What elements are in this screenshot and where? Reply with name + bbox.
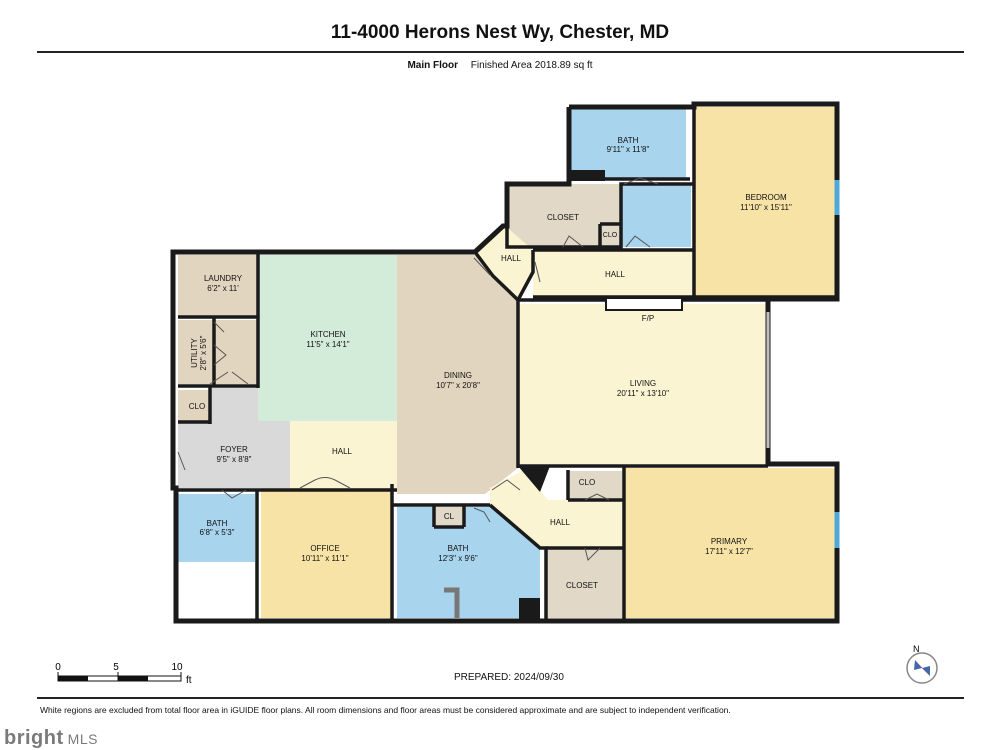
bath-center-vanity bbox=[519, 598, 540, 620]
hall-diag-name: HALL bbox=[501, 254, 522, 263]
compass-north-label: N bbox=[913, 644, 920, 654]
utility-dims: 2'8" x 5'6" bbox=[199, 335, 208, 370]
office-fill bbox=[261, 488, 391, 618]
bath-center-name: BATH bbox=[448, 544, 469, 553]
hall-lower-name: HALL bbox=[550, 518, 571, 527]
interior-walls bbox=[176, 107, 837, 620]
bedroom-fill bbox=[694, 107, 835, 297]
north-compass-icon: N bbox=[906, 644, 938, 684]
bath-top-dims: 9'11" x 11'8" bbox=[607, 145, 650, 154]
clo-small-top-name: CLO bbox=[603, 232, 618, 239]
hall-mid-fill bbox=[290, 421, 397, 488]
laundry-fill bbox=[178, 255, 258, 317]
hall-lower-fill bbox=[490, 470, 624, 548]
bedroom-name: BEDROOM bbox=[745, 193, 787, 202]
plan-subtitle: Main Floor Finished Area 2018.89 sq ft bbox=[0, 60, 1000, 71]
door-swings bbox=[177, 177, 659, 561]
room-labels: BATH 9'11" x 11'8" BEDROOM 11'10" x 15'1… bbox=[189, 136, 792, 590]
utility-name: UTILITY bbox=[190, 337, 199, 367]
scale-bar-seg1 bbox=[58, 676, 88, 681]
clo-mid-name: CLO bbox=[579, 478, 595, 487]
floor-name: Main Floor bbox=[407, 60, 459, 71]
clo-mid-fill bbox=[568, 471, 624, 500]
living-dims: 20'11" x 13'10" bbox=[617, 389, 669, 398]
clo-left-fill bbox=[178, 390, 210, 422]
hall-mid-name: HALL bbox=[332, 447, 353, 456]
primary-dims: 17'11" x 12'7" bbox=[705, 547, 753, 556]
dining-corner-pillar bbox=[518, 466, 550, 492]
clo-left-name: CLO bbox=[189, 402, 205, 411]
primary-name: PRIMARY bbox=[711, 537, 748, 546]
living-fill bbox=[518, 304, 768, 464]
dining-dims: 10'7" x 20'8" bbox=[436, 381, 480, 390]
foyer-fill bbox=[178, 388, 290, 488]
hall-top-fill bbox=[533, 250, 694, 297]
closet-lower-name: CLOSET bbox=[566, 581, 598, 590]
bedroom-dims: 11'10" x 15'11" bbox=[740, 203, 792, 212]
cl-fill bbox=[434, 507, 464, 527]
primary-fill bbox=[624, 468, 835, 618]
dining-name: DINING bbox=[444, 371, 472, 380]
room-fills bbox=[178, 107, 835, 618]
bath-left-fill bbox=[178, 494, 255, 562]
title-divider bbox=[37, 51, 964, 53]
foyer-dims: 9'5" x 8'8" bbox=[217, 455, 252, 464]
disclaimer: White regions are excluded from total fl… bbox=[40, 705, 731, 715]
bath-top-annex-fill bbox=[621, 184, 691, 247]
shower-curb bbox=[444, 587, 460, 618]
bath-top-fill bbox=[569, 107, 686, 179]
scale-bar: 0 5 10 ft bbox=[55, 662, 192, 686]
laundry-lower-fill bbox=[214, 320, 258, 384]
hall-diag-fill bbox=[475, 224, 533, 298]
fireplace-box bbox=[605, 297, 683, 311]
bath-left-dims: 6'8" x 5'3" bbox=[200, 528, 235, 537]
bath-center-dims: 12'3" x 9'6" bbox=[438, 554, 478, 563]
bath-center-fill bbox=[397, 507, 540, 618]
scale-label-0: 0 bbox=[55, 662, 61, 673]
bath-left-name: BATH bbox=[207, 519, 228, 528]
scale-bar-seg3 bbox=[118, 676, 148, 681]
living-name: LIVING bbox=[630, 379, 656, 388]
office-dims: 10'11" x 11'1" bbox=[301, 554, 348, 563]
finished-area: Finished Area 2018.89 sq ft bbox=[470, 60, 593, 71]
laundry-dims: 6'2" x 11' bbox=[207, 284, 239, 293]
kitchen-fill bbox=[258, 255, 397, 421]
fireplace-name: F/P bbox=[642, 314, 654, 323]
office-name: OFFICE bbox=[310, 544, 339, 553]
cl-name: CL bbox=[444, 512, 455, 521]
watermark-suffix: MLS bbox=[67, 731, 98, 747]
utility-fill bbox=[178, 320, 214, 384]
scale-unit: ft bbox=[186, 675, 192, 686]
bath-top-name: BATH bbox=[618, 136, 639, 145]
kitchen-name: KITCHEN bbox=[310, 330, 345, 339]
clo-small-top-fill bbox=[600, 224, 621, 246]
prepared-date: PREPARED: 2024/09/30 bbox=[454, 672, 564, 683]
scale-label-10: 10 bbox=[171, 662, 183, 673]
laundry-name: LAUNDRY bbox=[204, 274, 243, 283]
closet-top-name: CLOSET bbox=[547, 213, 579, 222]
foyer-name: FOYER bbox=[220, 445, 248, 454]
scale-label-5: 5 bbox=[113, 662, 119, 673]
dining-fill bbox=[397, 255, 518, 494]
exterior-walls bbox=[170, 101, 840, 624]
plan-title: 11-4000 Herons Nest Wy, Chester, MD bbox=[330, 22, 670, 43]
closet-lower-fill bbox=[546, 548, 624, 618]
hall-top-name: HALL bbox=[605, 270, 626, 279]
watermark-brand: bright bbox=[4, 727, 64, 749]
kitchen-dims: 11'5" x 14'1" bbox=[306, 340, 349, 349]
bath-top-vanity bbox=[570, 170, 605, 181]
